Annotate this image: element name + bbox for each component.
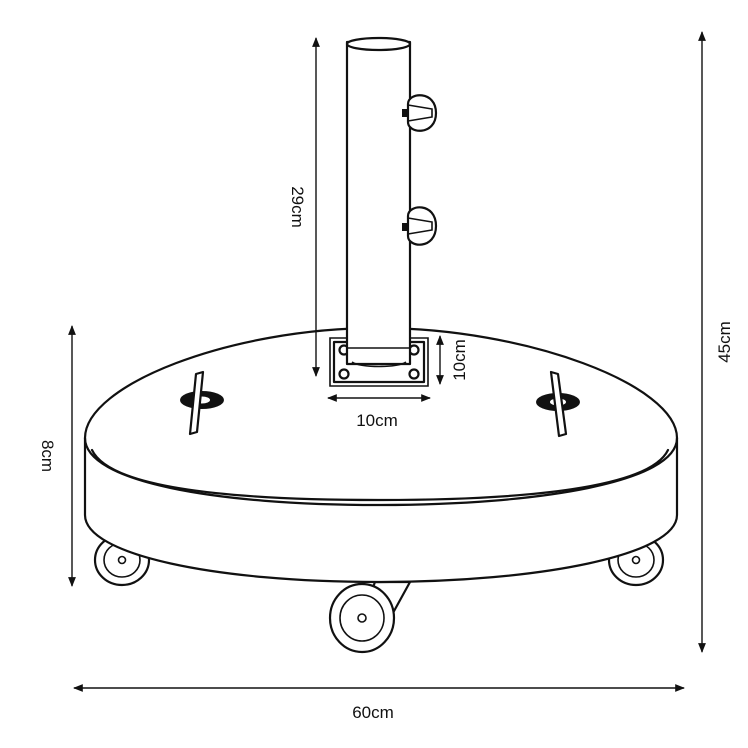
dim-base-height: 8cm xyxy=(38,325,76,587)
total-height-label: 45cm xyxy=(715,321,734,363)
base-height-label: 8cm xyxy=(38,440,57,472)
wheel-front xyxy=(328,580,412,654)
plate-depth-label: 10cm xyxy=(450,339,469,381)
pole xyxy=(345,36,412,368)
dim-plate-depth: 10cm xyxy=(436,335,469,385)
dim-base-diameter: 60cm xyxy=(73,684,685,722)
dim-total-height: 45cm xyxy=(698,31,734,653)
handle-right xyxy=(536,370,580,438)
knob-lower xyxy=(402,206,438,246)
dim-plate-width: 10cm xyxy=(327,394,431,430)
pole-height-label: 29cm xyxy=(288,186,307,228)
handle-left xyxy=(180,370,224,436)
dim-pole-height: 29cm xyxy=(288,37,320,377)
base-body xyxy=(83,326,679,584)
knob-upper xyxy=(402,94,438,132)
base-diameter-label: 60cm xyxy=(352,703,394,722)
plate-width-label: 10cm xyxy=(356,411,398,430)
